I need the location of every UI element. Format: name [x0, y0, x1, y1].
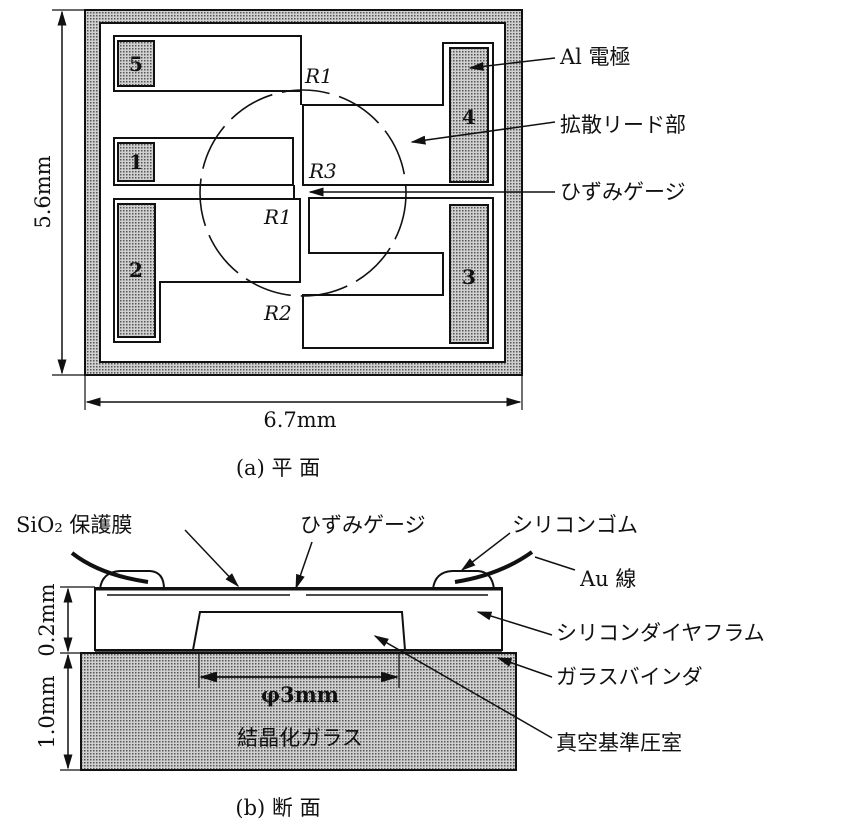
vacuum-chamber — [191, 611, 407, 651]
rubber-label: シリコンゴム — [512, 513, 638, 537]
gauge-label: ひずみゲージ — [560, 180, 686, 204]
electrode-label: Al 電極 — [559, 45, 631, 69]
caption-b: (b) 断 面 — [235, 796, 320, 820]
pad-3 — [449, 204, 489, 344]
pad-5-label: 5 — [129, 52, 143, 76]
diaphragm-circle — [199, 89, 407, 297]
diaphragm-thickness-label: 0.2mm — [35, 583, 59, 656]
diameter-label: φ3mm — [261, 682, 339, 707]
glass-thickness-label: 1.0mm — [35, 675, 59, 748]
sio2-label: SiO₂ 保護膜 — [16, 513, 132, 537]
pad-1 — [117, 142, 155, 182]
r1-top-label: R1 — [304, 64, 333, 88]
diffusion-label: 拡散リード部 — [560, 113, 686, 137]
pad-5 — [117, 40, 155, 87]
trace-5 — [113, 35, 302, 92]
section-view — [60, 529, 576, 771]
au-wire-left — [70, 551, 149, 584]
au-wire-right — [454, 550, 534, 584]
trace-4 — [302, 42, 494, 186]
trace-1 — [113, 137, 294, 186]
pad-2-label: 2 — [129, 258, 143, 282]
section-text: SiO₂ 保護膜 ひずみゲージ シリコンゴム Au 線 シリコンダイヤフラム ガ… — [16, 513, 765, 820]
silicone-rubber-right — [432, 570, 495, 590]
silicone-rubber-left — [99, 570, 165, 590]
diaphragm-label: シリコンダイヤフラム — [556, 621, 765, 645]
binder-label: ガラスバインダ — [556, 665, 703, 689]
width-dim-label: 6.7mm — [263, 408, 336, 432]
trace-3 — [302, 197, 494, 349]
plan-text: 5 1 2 4 3 R1 R3 R1 R2 Al 電極 拡散リード部 ひずみゲー… — [31, 45, 686, 480]
caption-a: (a) 平 面 — [236, 456, 320, 480]
chamber-label: 真空基準圧室 — [556, 731, 682, 755]
r1-mid-label: R1 — [263, 205, 292, 229]
pad-1-label: 1 — [129, 150, 143, 174]
crystallized-glass — [80, 652, 517, 771]
r3-label: R3 — [308, 159, 337, 183]
pad-4-label: 4 — [462, 105, 476, 129]
au-label: Au 線 — [579, 567, 636, 591]
pad-2 — [117, 203, 156, 338]
plan-view — [52, 9, 556, 410]
pad-3-label: 3 — [462, 265, 476, 289]
height-dim-label: 5.6mm — [31, 155, 55, 228]
section-gauge-label: ひずみゲージ — [300, 513, 426, 537]
glass-label: 結晶化ガラス — [237, 726, 363, 750]
r2-label: R2 — [263, 301, 292, 325]
trace-2 — [113, 198, 301, 343]
